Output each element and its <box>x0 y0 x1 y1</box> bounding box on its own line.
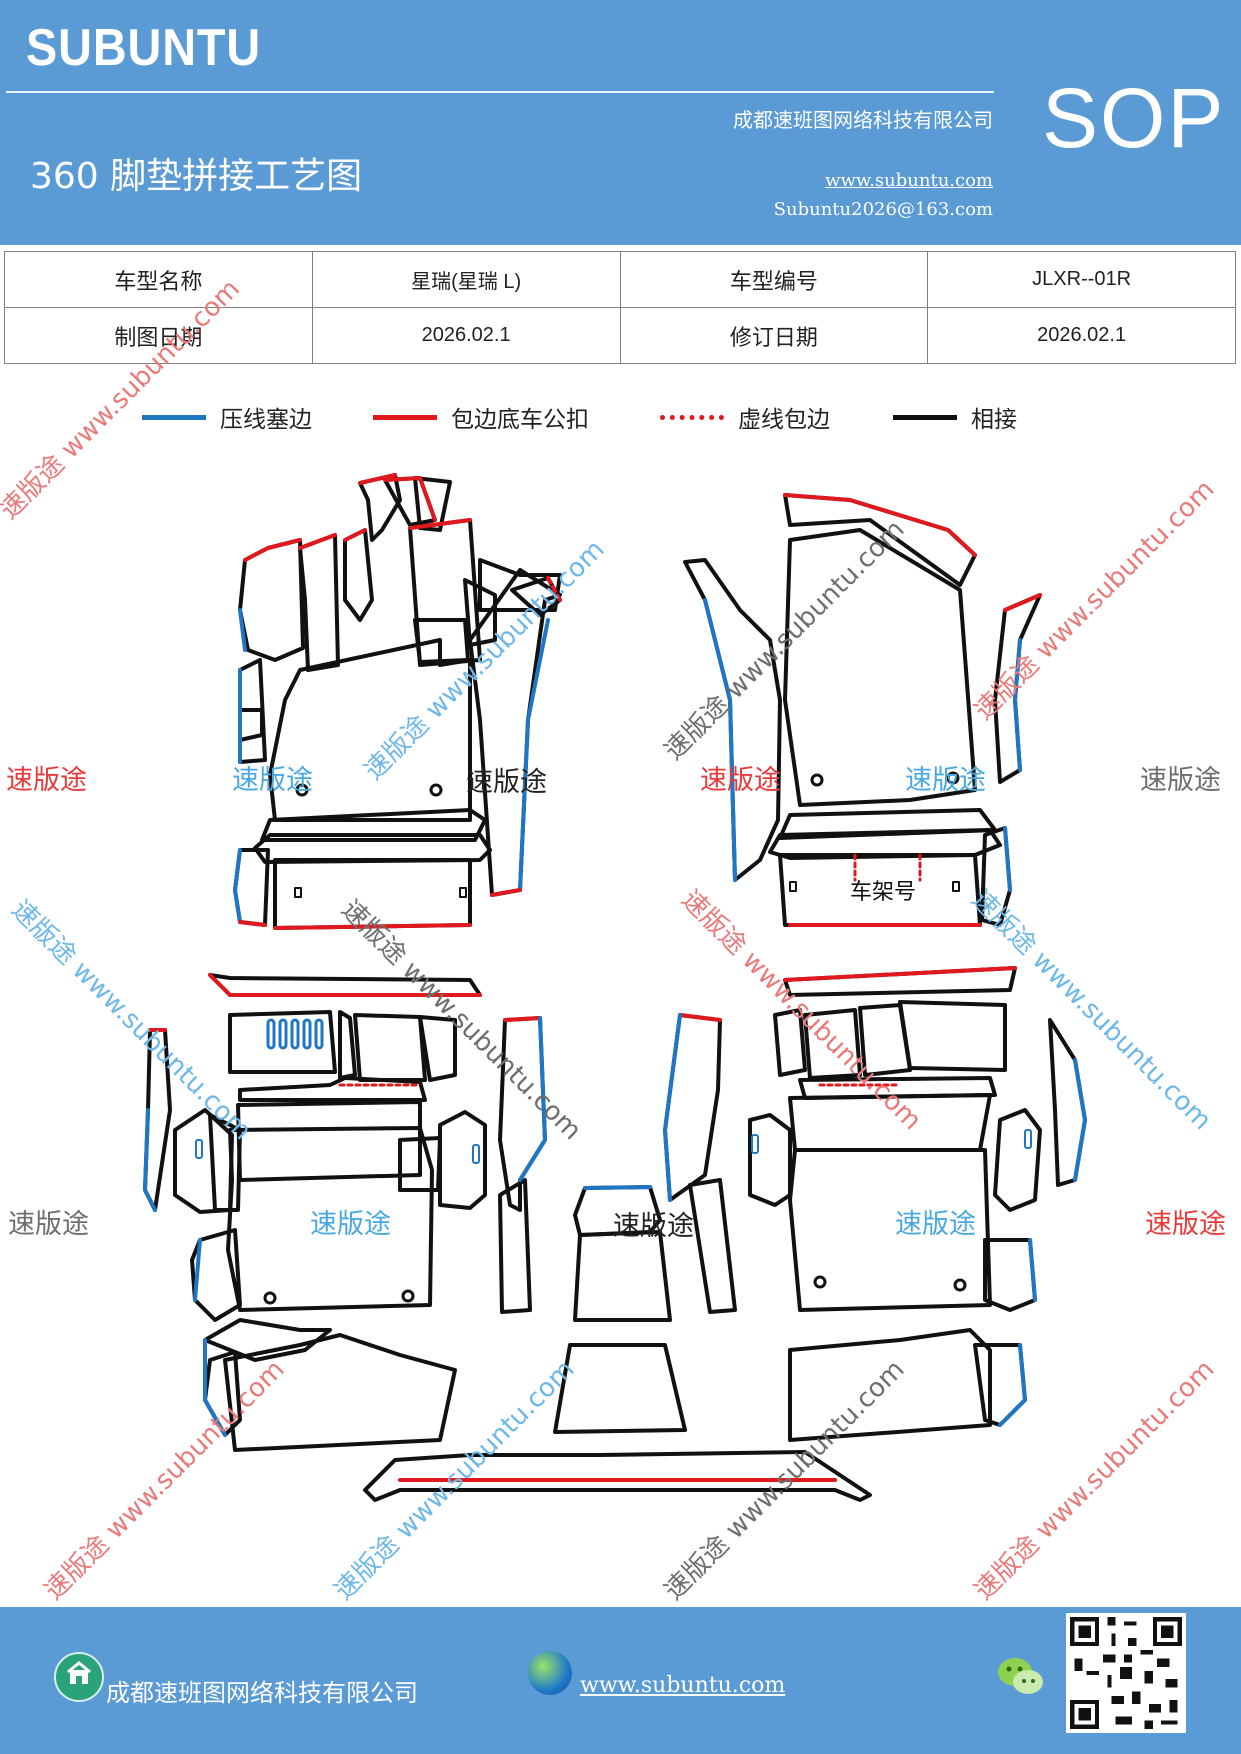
header-email: Subuntu2026@163.com <box>773 199 993 220</box>
document-title: 360 脚垫拼接工艺图 <box>30 156 363 197</box>
mat-rear-right <box>748 966 1087 1442</box>
globe-icon <box>528 1651 572 1695</box>
mat-front-left-edges <box>233 473 562 930</box>
frame-number-label: 车架号 <box>850 880 916 905</box>
header-website-link[interactable]: www.subuntu.com <box>825 170 993 191</box>
legend-item: 压线塞边 <box>142 400 312 434</box>
revise-date-value: 2026.02.1 <box>927 307 1236 364</box>
model-name-label: 车型名称 <box>4 251 313 308</box>
draw-date-label: 制图日期 <box>4 307 313 364</box>
legend-swatch-blue <box>142 414 206 420</box>
mat-front-right-edges <box>703 493 1042 927</box>
vehicle-info-table: 车型名称 星瑞(星瑞 L) 车型编号 JLXR--01R 制图日期 2026.0… <box>4 251 1236 364</box>
table-row: 车型名称 星瑞(星瑞 L) 车型编号 JLXR--01R <box>4 251 1236 308</box>
model-name-value: 星瑞(星瑞 L) <box>311 251 621 308</box>
legend-swatch-red <box>373 414 437 420</box>
table-row: 制图日期 2026.02.1 修订日期 2026.02.1 <box>4 307 1236 364</box>
mat-front-right <box>683 493 1042 927</box>
legend-swatch-black <box>893 414 957 420</box>
line-legend: 压线塞边 包边底车公扣 虚线包边 相接 <box>0 400 1241 440</box>
sop-badge: SOP <box>1042 71 1226 165</box>
legend-label: 包边底车公扣 <box>451 407 589 433</box>
wechat-icon[interactable] <box>996 1655 1046 1699</box>
mat-rear-right-edges <box>783 966 1087 1427</box>
mat-rear-center <box>363 1013 872 1502</box>
header-divider <box>6 91 994 93</box>
header-company: 成都速班图网络科技有限公司 <box>733 108 993 132</box>
draw-date-value: 2026.02.1 <box>311 307 621 364</box>
floor-mat-diagram: 车架号 <box>143 473 1087 1502</box>
footer-banner: 成都速班图网络科技有限公司 www.subuntu.com <box>0 1607 1241 1754</box>
legend-label: 虚线包边 <box>738 407 830 433</box>
legend-label: 相接 <box>971 407 1017 433</box>
legend-item: 包边底车公扣 <box>373 400 589 434</box>
model-code-label: 车型编号 <box>619 251 929 308</box>
company-logo-icon <box>54 1652 104 1702</box>
revise-date-label: 修订日期 <box>619 307 929 364</box>
legend-item: 相接 <box>893 400 1017 434</box>
footer-website-link[interactable]: www.subuntu.com <box>580 1673 786 1698</box>
legend-label: 压线塞边 <box>220 407 312 433</box>
mat-rear-left <box>143 973 487 1452</box>
qr-code-icon <box>1066 1613 1186 1733</box>
legend-item: 虚线包边 <box>660 400 830 434</box>
model-code-value: JLXR--01R <box>927 251 1236 308</box>
header-banner: SUBUNTU 成都速班图网络科技有限公司 360 脚垫拼接工艺图 www.su… <box>0 0 1241 245</box>
footer-company: 成都速班图网络科技有限公司 <box>106 1679 418 1707</box>
mat-rear-center-edges <box>398 1013 837 1482</box>
mat-rear-left-edges <box>143 973 482 1437</box>
legend-swatch-red-dotted <box>660 414 724 420</box>
brand-logo-text: SUBUNTU <box>26 19 262 77</box>
